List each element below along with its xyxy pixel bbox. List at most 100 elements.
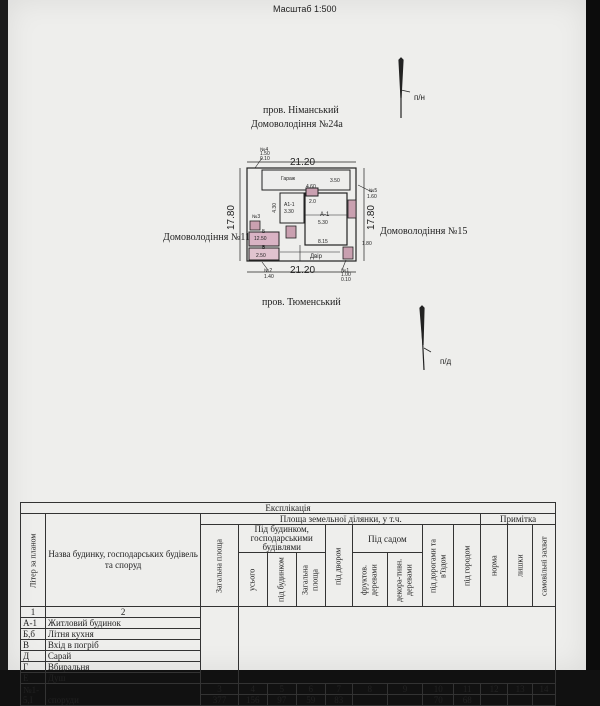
col-total: Загальна площа [200, 524, 239, 607]
col-area-group: Площа земельної ділянки, у т.ч. [200, 513, 482, 525]
point-n2-value: 1.40 [264, 274, 274, 280]
dim-left: 17.80 [226, 205, 237, 231]
total-c13 [507, 694, 534, 706]
room-k-area: 2.0 [309, 199, 316, 205]
point-n1: №1 [341, 268, 350, 274]
total-c9 [386, 694, 424, 706]
col-fruit: фруктов. деревами [352, 552, 388, 607]
total-c7: 83 [324, 694, 353, 706]
point-n3: №3 [252, 214, 261, 220]
num-13: 13 [507, 683, 534, 695]
col-name: Назва будинку, господарських будівель та… [44, 513, 202, 607]
south-arrow-icon [419, 305, 432, 371]
point-n5: №5 [369, 188, 378, 194]
south-label: п/д [440, 357, 452, 366]
building-a11 [279, 187, 319, 224]
col-excess: лишки [507, 524, 533, 607]
col-self: самовільні захват [532, 524, 556, 607]
scan-right-edge [584, 0, 600, 670]
total-c12 [480, 694, 509, 706]
dim-top: 21.20 [290, 157, 316, 168]
row-name: Житловий будинок [44, 617, 202, 629]
total-c10: 70 [422, 694, 455, 706]
parcel-label: Домоволодіння №24а [251, 119, 343, 130]
neighbor-left: Домоволодіння №11 [163, 232, 251, 243]
row-lit: №1-5,І [20, 683, 46, 706]
row-name: Вхід в погріб [44, 639, 202, 651]
row-lit: Г [20, 661, 46, 673]
neighbor-right: Домоволодіння №15 [380, 226, 468, 237]
row-lit: А-1 [20, 617, 46, 629]
total-c4: 156 [237, 694, 268, 706]
point-n2: №2 [264, 268, 273, 274]
north-label: п/н [414, 93, 425, 102]
col-garden-group: Під садом [351, 524, 424, 553]
num-10: 10 [422, 683, 455, 695]
num-6: 6 [295, 683, 326, 695]
dim-1-80: 1.80 [362, 241, 372, 247]
num-2: 2 [44, 606, 202, 618]
yard-label: Двір [310, 254, 322, 260]
num-3: 3 [200, 683, 239, 695]
room-a1-area: 5.30 [318, 220, 328, 226]
row-lit: Б,б [20, 628, 46, 640]
row-name: Сарай [44, 650, 202, 662]
room-b-label: Б [262, 229, 266, 235]
total-c3: 377 [200, 694, 239, 706]
col-general-area: Загальна площа [296, 552, 326, 607]
point-n1-values: 1.00 0.10 [341, 272, 351, 283]
row-name: Літня кухня [44, 628, 202, 640]
building-b [248, 231, 280, 261]
num-14: 14 [532, 683, 556, 695]
total-c5: 97 [266, 694, 297, 706]
row-lit: Д [20, 650, 46, 662]
dim-4-30: 4.30 [272, 203, 278, 213]
room-v-area: 2.50 [256, 253, 266, 259]
north-arrow-icon [398, 57, 411, 118]
col-norm: норма [480, 524, 508, 607]
total-c8 [351, 694, 388, 706]
garage-label: Гараж [281, 176, 296, 182]
dim-8-15: 8.15 [318, 239, 328, 245]
building-a1 [304, 192, 348, 246]
yard-lines [280, 245, 340, 261]
site-plan-drawing [239, 57, 432, 371]
scan-left-edge [0, 0, 10, 670]
room-v-label: В [262, 245, 266, 251]
num-8: 8 [351, 683, 388, 695]
blank-cell [237, 606, 557, 684]
row-name: Вбиральня [44, 661, 202, 673]
num-9: 9 [386, 683, 424, 695]
row-name: Душ [44, 672, 202, 684]
num-12: 12 [480, 683, 509, 695]
col-litera: Літер за планом [20, 513, 46, 607]
total-c6: 59 [295, 694, 326, 706]
col-note: Примітка [480, 513, 556, 525]
col-yard: під двором [325, 524, 353, 607]
dim-4-60: 4.60 [306, 184, 316, 190]
row-name: споруди [44, 683, 202, 706]
blank-cell [200, 606, 239, 684]
room-a11-label: А1-1 [284, 202, 295, 208]
col-veg: під городом [453, 524, 481, 607]
col-total-sub: усього [238, 552, 268, 607]
dim-3-50: 3.50 [330, 178, 340, 184]
street-top: пров. Німанський [263, 105, 339, 116]
num-5: 5 [266, 683, 297, 695]
room-a11-area: 3.30 [284, 209, 294, 215]
explication-title: Експлікація [20, 502, 556, 514]
row-lit: В [20, 639, 46, 651]
col-under-buildings: Під будинком, господарськими будівлями [237, 524, 326, 553]
scale-label: Масштаб 1:500 [273, 4, 337, 14]
point-n4-values: 1.50 0.10 [260, 151, 270, 162]
explication-table: Експлікація Літер за планом Назва будинк… [20, 502, 557, 706]
row-lit: Е [20, 672, 46, 684]
num-7: 7 [324, 683, 353, 695]
room-b-area: 12.50 [254, 236, 267, 242]
callout-leaders [254, 157, 373, 271]
col-under-house: під будинком [267, 552, 297, 607]
num-4: 4 [237, 683, 268, 695]
point-n4: №4 [260, 147, 269, 153]
point-n5-value: 1.60 [367, 194, 377, 200]
num-1: 1 [20, 606, 46, 618]
